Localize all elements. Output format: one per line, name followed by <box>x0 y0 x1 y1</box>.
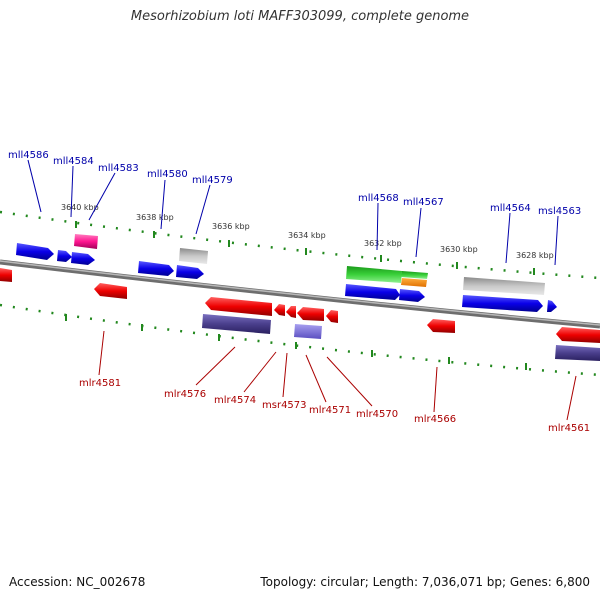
gene-label-top: mll4580 <box>147 169 188 180</box>
gene-arrow-plus <box>71 252 95 265</box>
gene-arrow-plus <box>462 295 543 312</box>
gene-label-top: mll4568 <box>358 193 399 204</box>
gene-box-orange <box>401 278 427 287</box>
gene-label-bottom: mlr4566 <box>414 414 456 425</box>
gene-label-bottom: mlr4581 <box>79 378 121 389</box>
genome-backbone <box>0 259 600 329</box>
gene-box-green <box>346 266 402 283</box>
gene-label-top: mll4583 <box>98 163 139 174</box>
gene-label-top: msl4563 <box>538 206 581 217</box>
genome-backbone-highlight <box>0 260 600 326</box>
gene-box-pink <box>74 234 98 249</box>
gene-arrow-plus <box>345 284 400 300</box>
scale-tick-label: 3636 kbp <box>212 222 250 231</box>
gene-label-bottom: mlr4576 <box>164 389 206 400</box>
gene-label-top: mll4567 <box>403 197 444 208</box>
scale-major-ticks-bottom <box>65 314 527 370</box>
gene-arrow-minus <box>297 307 324 321</box>
gene-arrow-minus <box>556 327 600 343</box>
gene-arrow-plus <box>399 289 425 302</box>
scale-tick-label: 3638 kbp <box>136 213 174 222</box>
gene-arrow-minus <box>286 306 296 318</box>
scale-tick-label: 3640 kbp <box>61 203 99 212</box>
gene-box-gray <box>463 277 545 295</box>
label-leaders-bottom <box>98 330 577 421</box>
gene-box-purple <box>202 314 271 334</box>
gene-box-light-purple <box>294 324 322 339</box>
gene-label-bottom: mlr4570 <box>356 409 398 420</box>
gene-label-bottom: msr4573 <box>262 400 307 411</box>
gene-arrow-minus <box>326 310 338 323</box>
gene-label-top: mll4564 <box>490 203 531 214</box>
gene-label-bottom: mlr4574 <box>214 395 256 406</box>
gene-arrow-plus <box>547 300 557 312</box>
gene-arrow-minus <box>0 268 12 282</box>
gene-arrow-plus <box>176 265 204 279</box>
scale-tick-label: 3628 kbp <box>516 251 554 260</box>
gene-label-top: mll4586 <box>8 150 49 161</box>
label-leaders-top <box>27 159 559 266</box>
gene-arrow-plus <box>138 261 174 276</box>
gene-arrow-minus <box>205 297 272 316</box>
gene-arrow-minus <box>427 319 455 333</box>
gene-box-gray <box>179 248 208 264</box>
map-title: Mesorhizobium loti MAFF303099, complete … <box>130 9 470 24</box>
gene-arrow-minus <box>274 304 285 316</box>
gene-arrow-plus <box>16 243 54 260</box>
gene-label-top: mll4584 <box>53 156 94 167</box>
gene-box-purple <box>555 345 600 361</box>
accession-text: Accession: NC_002678 <box>9 575 146 589</box>
scale-tick-label: 3630 kbp <box>440 245 478 254</box>
scale-tick-label: 3632 kbp <box>364 239 402 248</box>
scale-major-ticks <box>75 221 535 275</box>
genome-summary-text: Topology: circular; Length: 7,036,071 bp… <box>260 575 590 589</box>
scale-tick-label: 3634 kbp <box>288 231 326 240</box>
gene-arrow-plus <box>57 250 72 262</box>
gene-box-green <box>401 271 428 279</box>
gene-label-bottom: mlr4571 <box>309 405 351 416</box>
gene-arrow-minus <box>94 283 127 299</box>
gene-label-top: mll4579 <box>192 175 233 186</box>
gene-label-bottom: mlr4561 <box>548 423 590 434</box>
